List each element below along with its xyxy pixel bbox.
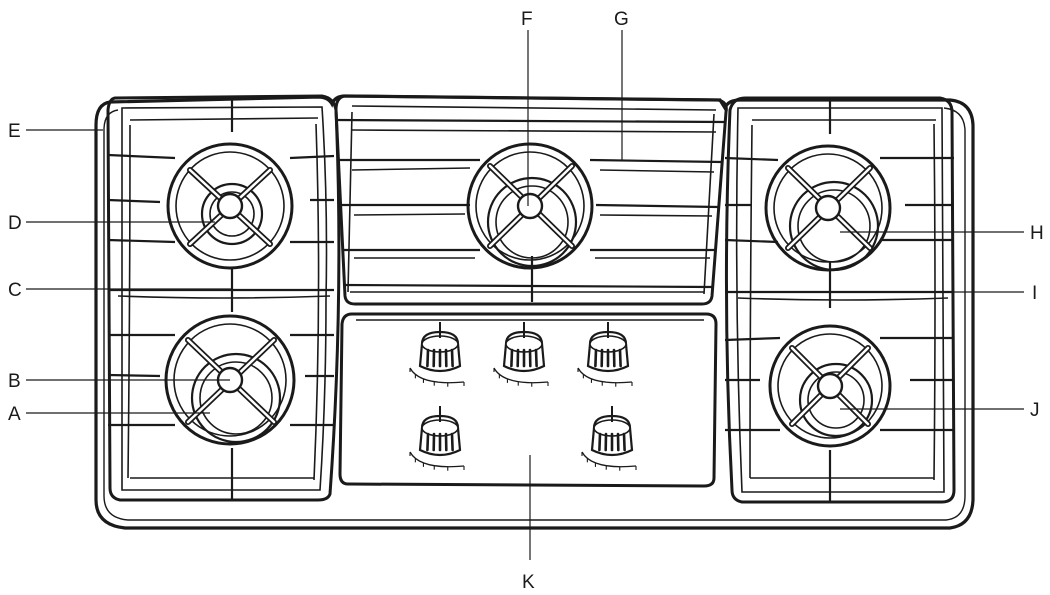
burner-right-rear [764,144,892,272]
knob-group [409,322,637,471]
callout-C: C [8,280,22,301]
leader-lines [26,30,1024,560]
burner-right-front [768,324,892,448]
cooktop-outline [94,94,975,530]
control-knob-4[interactable] [409,406,465,471]
control-knob-3[interactable] [577,322,633,387]
callout-B: B [8,371,21,392]
callout-labels: E D C B A F G H I J K [8,9,1044,593]
control-knob-1[interactable] [409,322,465,387]
callout-H: H [1030,223,1044,244]
right-grate [724,96,956,504]
callout-E: E [8,121,21,142]
callout-D: D [8,213,22,234]
control-knob-2[interactable] [493,322,549,387]
callout-J: J [1030,400,1040,421]
burner-center [466,142,594,270]
left-grate [106,94,341,502]
callout-F: F [521,9,533,30]
callout-I: I [1032,283,1037,304]
control-knob-5[interactable] [581,406,637,471]
burner-left-rear [166,142,294,270]
callout-K: K [522,572,535,593]
center-grate [334,94,728,306]
callout-A: A [8,404,21,425]
callout-G: G [614,9,629,30]
control-panel [338,312,718,488]
